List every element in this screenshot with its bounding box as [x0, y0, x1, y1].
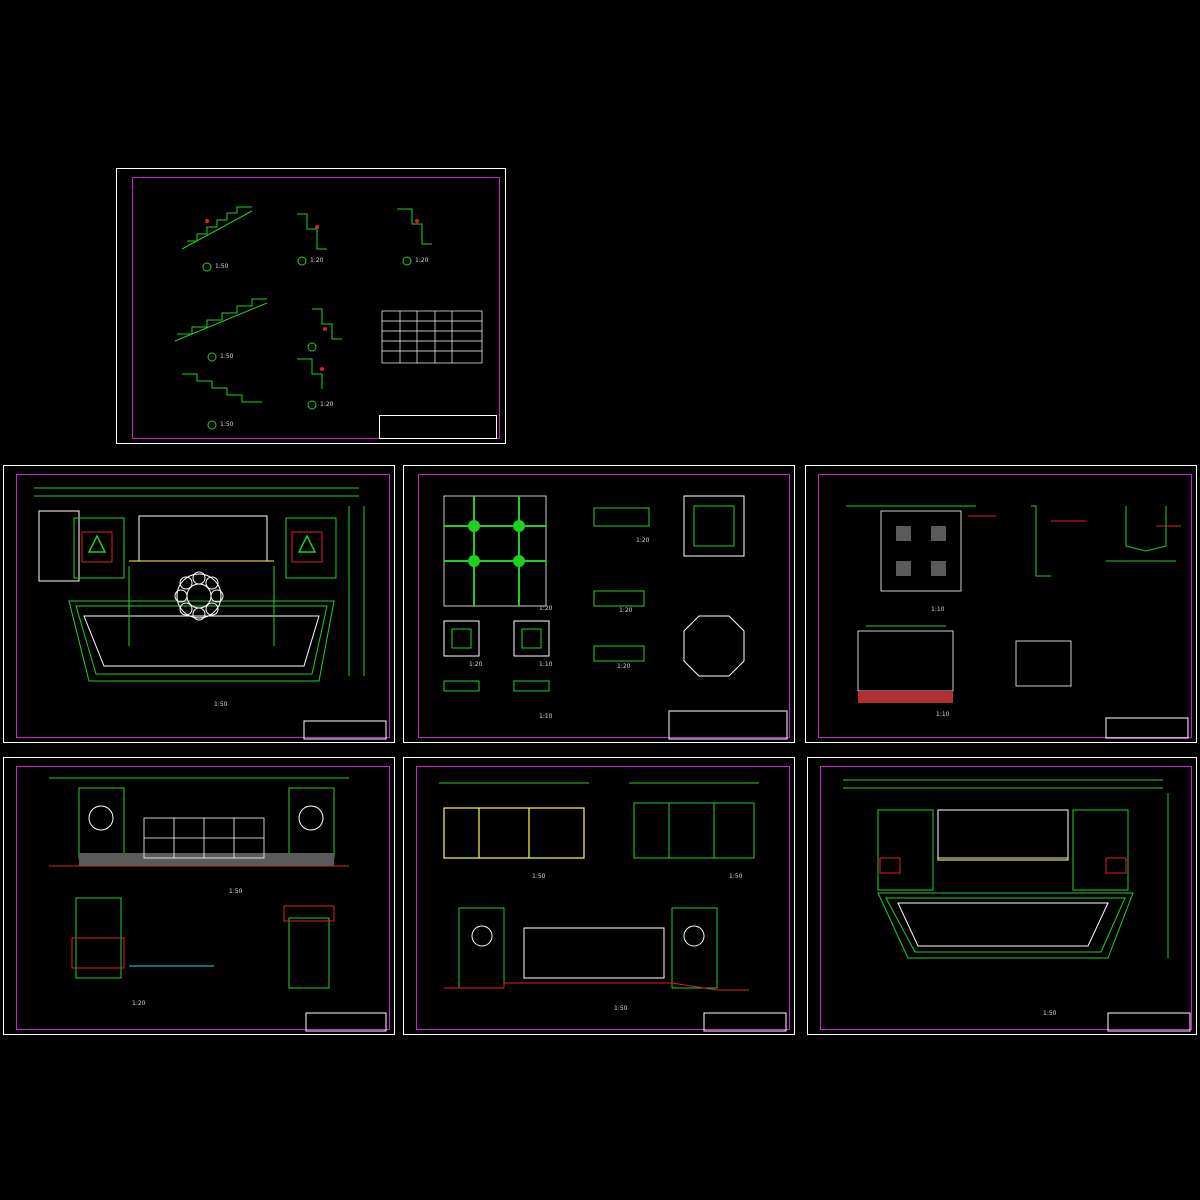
s1-scale-a: 1:50 — [215, 263, 229, 270]
drawing-sheet-2[interactable]: 1:50 — [3, 465, 395, 743]
s5-scale-a: 1:50 — [229, 888, 243, 895]
sheet-1-drawings — [174, 206, 483, 430]
s3-scale-c: 1:20 — [469, 661, 483, 668]
s4-scale-b: 1:10 — [936, 711, 950, 718]
sheet-1-title-block — [379, 415, 497, 439]
s1-scale-e: 1:20 — [320, 401, 334, 408]
sheet-2-border — [16, 474, 390, 738]
sheet-3-border — [418, 474, 790, 738]
sheet-5-border — [16, 766, 390, 1030]
s3-scale-e: 1:20 — [619, 607, 633, 614]
sheet-7-drawings — [843, 779, 1191, 1032]
s5-scale-b: 1:20 — [132, 1000, 146, 1007]
sheet-6-border — [416, 766, 790, 1030]
sheet-5-drawings — [49, 777, 387, 1032]
s3-scale-d: 1:10 — [539, 661, 553, 668]
drawing-sheet-3[interactable]: 1:20 1:20 1:20 1:10 1:20 1:10 1:20 — [403, 465, 795, 743]
sheet-4-border — [818, 474, 1192, 738]
s7-scale: 1:50 — [1043, 1010, 1057, 1017]
s1-scale-f: 1:50 — [220, 421, 234, 428]
sheet-3-drawings — [443, 495, 788, 740]
sheet-1-border — [132, 177, 500, 439]
s1-scale-d: 1:50 — [220, 353, 234, 360]
s3-scale-f: 1:10 — [539, 713, 553, 720]
drawing-sheet-1[interactable]: 1:50 1:20 1:20 1:50 1:20 1:50 — [116, 168, 506, 444]
s1-scale-b: 1:20 — [310, 257, 324, 264]
drawing-sheet-4[interactable]: 1:10 1:10 — [805, 465, 1197, 743]
s6-scale-c: 1:50 — [614, 1005, 628, 1012]
sheet-6-drawings — [439, 782, 787, 1032]
drawing-sheet-7[interactable]: 1:50 — [807, 757, 1197, 1035]
s3-scale-g: 1:20 — [617, 663, 631, 670]
sheet-7-border — [820, 766, 1192, 1030]
sheet-4-drawings — [846, 505, 1189, 739]
s4-scale-a: 1:10 — [931, 606, 945, 613]
s1-scale-c: 1:20 — [415, 257, 429, 264]
s2-scale: 1:50 — [214, 701, 228, 708]
sheet-2-drawings — [34, 487, 387, 740]
s6-scale-b: 1:50 — [729, 873, 743, 880]
drawing-sheet-6[interactable]: 1:50 1:50 1:50 — [403, 757, 795, 1035]
s6-scale-a: 1:50 — [532, 873, 546, 880]
s3-scale-a: 1:20 — [539, 605, 553, 612]
s3-scale-b: 1:20 — [636, 537, 650, 544]
drawing-sheet-5[interactable]: 1:50 1:20 — [3, 757, 395, 1035]
